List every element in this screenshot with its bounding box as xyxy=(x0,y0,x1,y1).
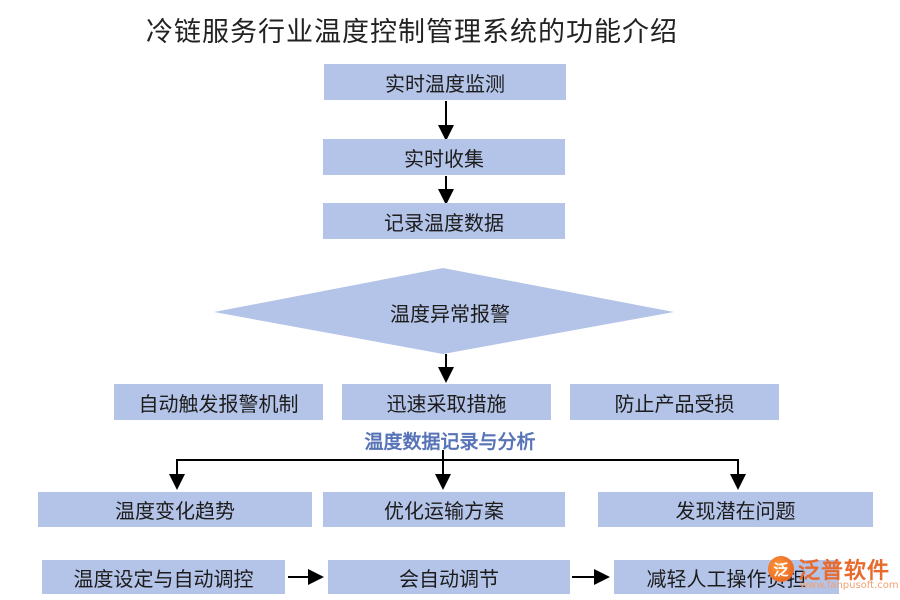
logo-icon: 泛 xyxy=(768,556,794,582)
analysis-trend: 温度变化趋势 xyxy=(38,492,312,527)
decision-label: 温度异常报警 xyxy=(390,302,510,326)
action-prevent-damage: 防止产品受损 xyxy=(570,384,779,420)
analysis-label: 温度数据记录与分析 xyxy=(364,431,536,453)
step-realtime-monitoring: 实时温度监测 xyxy=(324,64,566,100)
page-title: 冷链服务行业温度控制管理系统的功能介绍 xyxy=(146,17,678,48)
analysis-optimize: 优化运输方案 xyxy=(323,492,565,527)
step-record-data: 记录温度数据 xyxy=(323,203,565,239)
action-quick-measures: 迅速采取措施 xyxy=(342,384,551,420)
analysis-issues: 发现潜在问题 xyxy=(598,492,873,527)
chain-auto-adjust: 会自动调节 xyxy=(328,560,570,594)
chain-set-and-control: 温度设定与自动调控 xyxy=(42,560,285,594)
logo-url: www.fanpusoft.com xyxy=(800,580,899,591)
brand-logo: 泛 泛普软件 xyxy=(768,553,890,585)
step-realtime-collection: 实时收集 xyxy=(323,139,565,175)
action-auto-alarm: 自动触发报警机制 xyxy=(114,384,323,420)
decision-diamond xyxy=(214,268,674,354)
logo-text: 泛普软件 xyxy=(798,559,891,584)
